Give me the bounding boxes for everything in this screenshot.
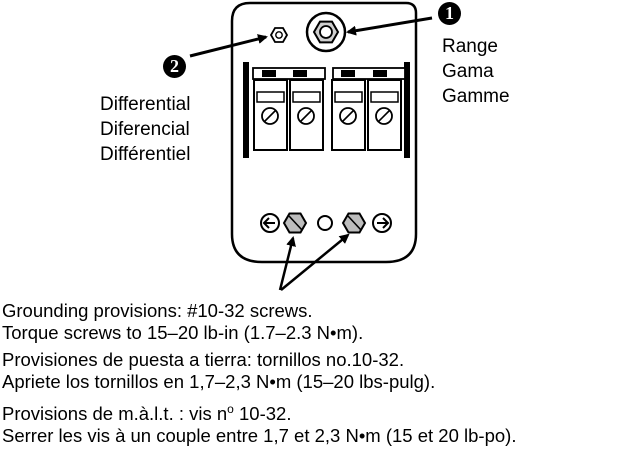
note-french: Provisions de m.à.l.t. : vis no 10-32. S… [2, 398, 621, 447]
center-mounting-hole [317, 215, 333, 231]
differential-label: Differential Diferencial Différentiel [100, 92, 190, 167]
note-french-superscript: o [227, 402, 234, 416]
right-arrow-icon [372, 213, 392, 233]
left-contact-bar [243, 62, 249, 158]
differential-label-en: Differential [100, 94, 191, 115]
differential-adjustment-nut [269, 27, 289, 43]
right-contact-bar [404, 62, 410, 158]
left-arrow-icon [260, 213, 280, 233]
note-spanish-line-2: Apriete los tornillos en 1,7–2,3 N•m (15… [2, 371, 436, 392]
left-terminal-block [252, 67, 326, 151]
differential-label-es: Diferencial [100, 119, 190, 140]
differential-leader-arrow [189, 34, 268, 58]
range-adjustment-nut [305, 11, 347, 53]
note-french-line-1-start: Provisions de m.à.l.t. : vis n [2, 403, 228, 425]
note-english-line-1: Grounding provisions: #10-32 screws. [2, 300, 313, 321]
left-grounding-screw [282, 212, 308, 234]
note-french-line-1-end: 10-32. [233, 403, 292, 425]
range-label-en: Range [442, 36, 498, 57]
range-label-es: Gama [442, 61, 494, 82]
note-french-line-2: Serrer les vis à un couple entre 1,7 et … [2, 425, 517, 447]
range-label: Range Gama Gamme [442, 34, 510, 109]
callout-1-badge: 1 [438, 2, 461, 25]
differential-label-fr: Différentiel [100, 144, 191, 165]
grounding-leader-arrow-right [280, 233, 350, 291]
grounding-notes: Grounding provisions: #10-32 screws. Tor… [2, 300, 621, 452]
range-leader-arrow [346, 16, 433, 36]
note-english-line-2: Torque screws to 15–20 lb-in (1.7–2.3 N•… [2, 322, 364, 343]
note-spanish: Provisiones de puesta a tierra: tornillo… [2, 349, 621, 393]
note-english: Grounding provisions: #10-32 screws. Tor… [2, 300, 621, 344]
callout-2-badge: 2 [163, 55, 186, 78]
range-label-fr: Gamme [442, 86, 510, 107]
right-grounding-screw [341, 212, 367, 234]
note-french-line-1: Provisions de m.à.l.t. : vis no 10-32. [2, 398, 621, 425]
note-spanish-line-1: Provisiones de puesta a tierra: tornillo… [2, 349, 405, 370]
right-terminal-block [331, 67, 406, 151]
grounding-leader-arrow-left [278, 236, 296, 291]
